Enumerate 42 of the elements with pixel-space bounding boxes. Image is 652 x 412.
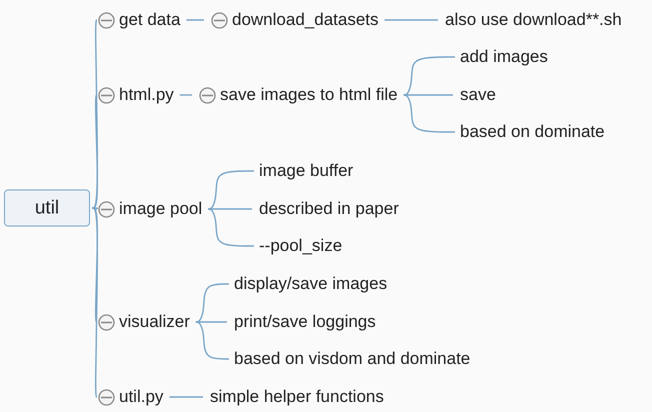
topic-text: based on dominate [460,122,605,142]
topic-text: based on visdom and dominate [234,349,470,369]
topic-text: also use download**.sh [445,10,622,30]
topic-text: util [34,197,60,219]
topic-text: download_datasets [232,10,379,30]
connector [92,19,98,209]
root-topic-box [4,190,90,226]
topic-text: visualizer [119,312,190,332]
connector [92,207,98,210]
connector [169,396,203,398]
connector [384,19,438,21]
connector [404,94,453,96]
connector [196,283,229,323]
connector [180,94,192,96]
topic-text: save images to html file [220,85,398,105]
topic [98,85,174,105]
connector [92,207,98,398]
connector [196,321,229,360]
connector [92,94,98,209]
connector [208,208,252,210]
topic-text: add images [460,47,548,67]
connector [208,170,254,210]
topic-text: --pool_size [259,236,342,256]
topic-text: simple helper functions [210,387,384,407]
topic [98,312,190,332]
topic-text: util.py [119,387,164,407]
topic-text: image pool [119,199,202,219]
topic-text: html.py [119,85,174,105]
connector [404,94,455,133]
topic-text: described in paper [259,199,399,219]
topic-text: display/save images [234,274,388,294]
topic [98,387,164,407]
topic [98,10,180,30]
topic-text: print/save loggings [234,312,376,332]
topic-text: get data [119,10,180,30]
topic-text: image buffer [259,161,354,181]
topic-text: save [460,85,496,105]
topic [98,199,202,219]
connector [404,56,455,96]
connector [186,19,204,21]
connector [196,321,227,323]
connector [208,208,254,247]
